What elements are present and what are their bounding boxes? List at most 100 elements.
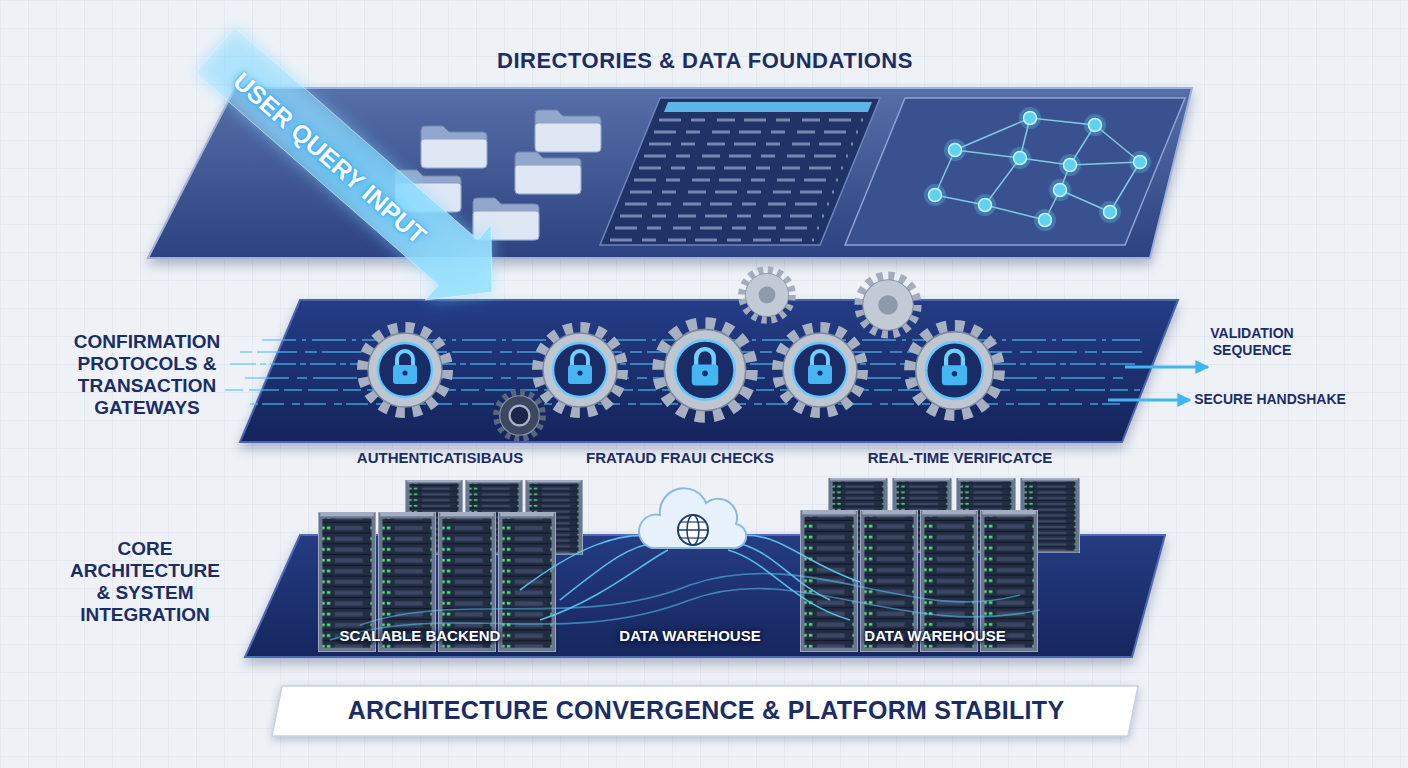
data-stream [230, 363, 1135, 365]
folder-group [395, 110, 601, 240]
globe [678, 515, 708, 545]
folder-icon [421, 126, 487, 168]
table-row [610, 239, 814, 242]
layer-plane: CORE ARCHITECTURE & SYSTEM INTEGRATION [50, 530, 1170, 660]
network-link [935, 195, 985, 205]
table-row [639, 167, 843, 170]
network-link [935, 150, 955, 195]
gear-caption: FRATAUD FRAUI CHECKS [586, 449, 774, 467]
network-link [985, 205, 1045, 220]
data-stream [250, 403, 1120, 405]
gear-caption: REAL-TIME VERIFICATCE [868, 449, 1053, 467]
rack-cluster [318, 480, 583, 652]
server-rack [525, 480, 583, 555]
server-rack [980, 510, 1038, 652]
server-rack [318, 512, 376, 652]
server-rack [828, 478, 888, 553]
node-outline [50, 295, 1180, 445]
server-rack [860, 510, 918, 652]
table-row [620, 215, 824, 218]
node-shape [245, 535, 1165, 657]
table-row [654, 131, 858, 134]
arrow-label: VALIDATION SEQUENCE [1190, 325, 1315, 359]
cog-icon [859, 276, 918, 335]
data-streams [225, 340, 1150, 404]
node-glow [944, 139, 966, 161]
network-link [955, 150, 1020, 158]
node-shape [240, 300, 1178, 442]
network-link [1060, 165, 1070, 190]
fiber-line [735, 535, 860, 582]
table-panel [600, 98, 880, 245]
node-glow [1059, 154, 1081, 176]
lock-gear [538, 328, 622, 412]
network-link [1095, 125, 1140, 162]
layer-heading: DIRECTORIES & DATA FOUNDATIONS [355, 48, 1055, 73]
node-glow [1099, 201, 1121, 223]
network-nodes [929, 112, 1147, 227]
fiber-line [360, 574, 1020, 625]
server-rack [956, 478, 1016, 553]
table-row [634, 179, 838, 182]
server-rack [892, 478, 952, 553]
network-dot [1039, 214, 1052, 227]
node-glow [1084, 114, 1106, 136]
fiber-bundle [330, 535, 1040, 640]
data-stream [262, 339, 1140, 341]
table-row [649, 143, 853, 146]
network-link [1045, 190, 1060, 220]
network-dot [1014, 152, 1027, 165]
table-row [659, 119, 863, 122]
fiber-line [520, 535, 655, 590]
fiber-line [540, 550, 668, 620]
network-link [1070, 125, 1095, 165]
cloud-icon [639, 488, 746, 548]
folder-icon [473, 198, 539, 240]
gear-caption: AUTHENTICATISIBAUS [357, 449, 523, 467]
server-rack [920, 510, 978, 652]
node-glow [974, 194, 996, 216]
fiber-line [728, 550, 850, 620]
lock-gear [363, 328, 447, 412]
globe-latitude [681, 521, 705, 522]
network-dot [1104, 206, 1117, 219]
network-link [1030, 118, 1095, 125]
network-dot [1064, 159, 1077, 172]
cloud-shape [639, 488, 746, 548]
network-dot [1089, 119, 1102, 132]
network-panel [845, 98, 1185, 245]
table-row [625, 203, 829, 206]
fiber-line [730, 542, 830, 600]
node-glow [1009, 147, 1031, 169]
table-frame [600, 98, 880, 245]
layer-heading: CONFIRMATION PROTOCOLS & TRANSACTION GAT… [54, 331, 240, 418]
network-dot [979, 199, 992, 212]
folder-icon [395, 170, 461, 212]
network-dot [1054, 184, 1067, 197]
node-shape [148, 88, 1192, 258]
beam-glow [195, 27, 492, 300]
node-outline [50, 530, 1170, 660]
network-links [935, 118, 1140, 220]
summary-banner: ARCHITECTURE CONVERGENCE & PLATFORM STAB… [270, 682, 1142, 740]
network-link [985, 158, 1020, 205]
network-link [955, 118, 1030, 150]
flow-arrow [1108, 399, 1190, 402]
rack-cluster [800, 478, 1080, 652]
server-rack [1020, 478, 1080, 553]
node-glow [1034, 209, 1056, 231]
flow-arrow [1125, 366, 1208, 369]
network-link [1020, 118, 1030, 158]
data-stream [245, 377, 1128, 379]
lock-gear [659, 324, 751, 416]
globe-latitude [681, 537, 705, 538]
lock-gear [778, 328, 862, 412]
globe-equator [678, 529, 708, 531]
server-rack [498, 512, 556, 652]
folder-icon [535, 110, 601, 152]
server-rack [465, 480, 523, 555]
